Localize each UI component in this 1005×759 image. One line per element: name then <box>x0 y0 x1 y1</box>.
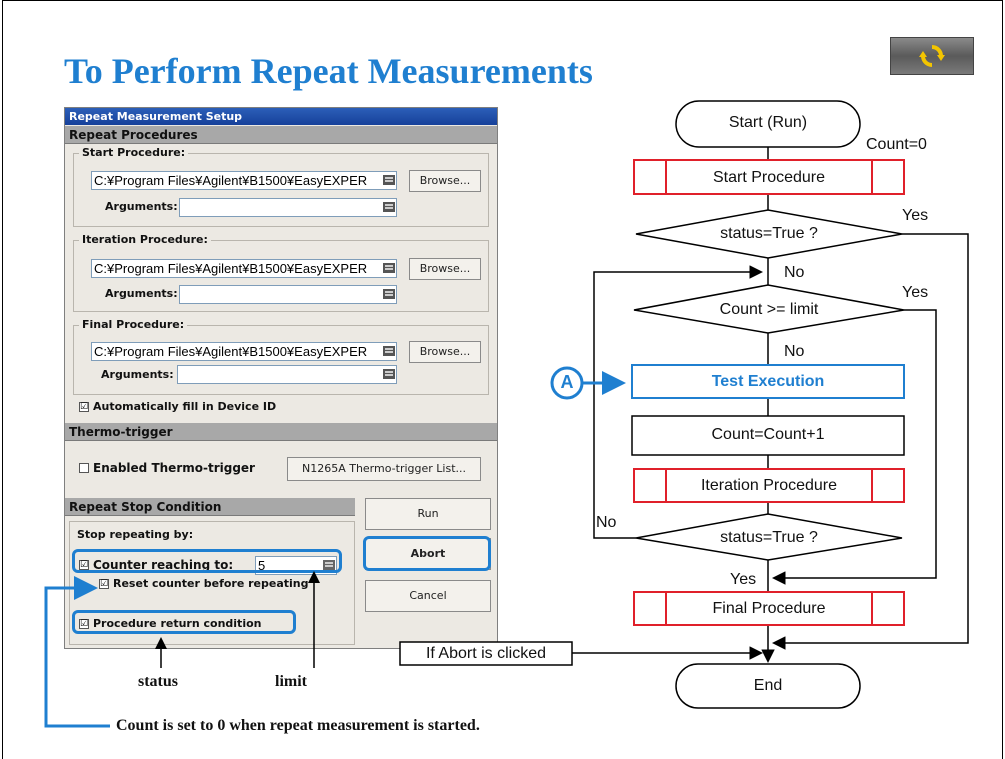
end-terminator <box>675 663 861 709</box>
flow-yes-3: Yes <box>730 571 757 588</box>
start-procedure-path-field[interactable]: C:¥Program Files¥Agilent¥B1500¥EasyEXPER <box>91 171 397 190</box>
reset-counter-checkbox[interactable]: ☑ <box>99 579 109 589</box>
page-title: To Perform Repeat Measurements <box>64 51 593 91</box>
keyboard-icon[interactable] <box>383 202 395 212</box>
flow-test-execution: Test Execution <box>711 373 825 390</box>
start-arguments-field[interactable] <box>179 198 397 217</box>
keyboard-icon[interactable] <box>383 346 395 356</box>
iteration-arguments-field[interactable] <box>179 285 397 304</box>
start-arguments-label: Arguments: <box>105 200 178 213</box>
count-note: Count is set to 0 when repeat measuremen… <box>116 717 480 734</box>
iteration-procedure-path-field[interactable]: C:¥Program Files¥Agilent¥B1500¥EasyEXPER <box>91 259 397 278</box>
flow-status-check-1: status=True ? <box>720 225 818 242</box>
iteration-arguments-label: Arguments: <box>105 287 178 300</box>
iteration-browse-button[interactable]: Browse... <box>409 258 481 280</box>
final-arguments-field[interactable] <box>177 365 397 384</box>
keyboard-icon[interactable] <box>383 263 395 273</box>
keyboard-icon[interactable] <box>383 175 395 185</box>
slide-border-top <box>2 0 1003 1</box>
slide-border-left <box>2 0 3 759</box>
thermo-trigger-label: Enabled Thermo-trigger <box>93 461 255 475</box>
flow-iteration-procedure: Iteration Procedure <box>700 477 838 494</box>
counter-highlight <box>72 549 342 573</box>
limit-annotation: limit <box>275 673 307 690</box>
run-button[interactable]: Run <box>365 498 491 530</box>
keyboard-icon[interactable] <box>383 289 395 299</box>
final-procedure-label: Final Procedure: <box>79 318 188 331</box>
flow-count-increment: Count=Count+1 <box>711 426 825 443</box>
counter-label: Counter reaching to: <box>93 558 234 572</box>
final-procedure-group <box>73 325 489 395</box>
flow-status-check-2: status=True ? <box>720 529 818 546</box>
flow-start-label: Start (Run) <box>728 114 808 131</box>
final-arguments-label: Arguments: <box>101 368 174 381</box>
flow-no-2: No <box>784 343 805 360</box>
section-repeat-procedures: Repeat Procedures <box>65 126 497 144</box>
stop-repeating-group <box>69 521 355 645</box>
cancel-button[interactable]: Cancel <box>365 580 491 612</box>
section-thermo-trigger: Thermo-trigger <box>65 423 497 441</box>
procedure-return-checkbox[interactable]: ☑ <box>79 619 89 629</box>
auto-fill-checkbox[interactable]: ☑ <box>79 402 89 412</box>
thermo-trigger-checkbox[interactable] <box>79 463 89 473</box>
status-annotation: status <box>138 673 179 690</box>
counter-checkbox[interactable]: ☑ <box>79 560 89 570</box>
dialog-title: Repeat Measurement Setup <box>65 108 497 125</box>
refresh-icon <box>919 45 945 67</box>
start-procedure-label: Start Procedure: <box>79 146 189 159</box>
flow-start-procedure: Start Procedure <box>712 169 826 186</box>
start-terminator <box>675 100 861 148</box>
final-procedure-path-field[interactable]: C:¥Program Files¥Agilent¥B1500¥EasyEXPER <box>91 342 397 361</box>
flow-count-init: Count=0 <box>866 136 927 153</box>
auto-fill-label: Automatically fill in Device ID <box>93 400 277 413</box>
keyboard-icon[interactable] <box>383 369 395 379</box>
flow-no-3: No <box>596 514 617 531</box>
refresh-button[interactable] <box>890 37 974 75</box>
section-repeat-stop-condition: Repeat Stop Condition <box>65 498 355 516</box>
marker-a: A <box>560 372 574 392</box>
flow-yes-2: Yes <box>902 284 929 301</box>
calculator-icon[interactable] <box>323 560 335 570</box>
final-browse-button[interactable]: Browse... <box>409 341 481 363</box>
start-procedure-group <box>73 153 489 227</box>
abort-note: If Abort is clicked <box>425 645 547 662</box>
start-browse-button[interactable]: Browse... <box>409 170 481 192</box>
stop-repeating-label: Stop repeating by: <box>77 528 194 541</box>
procedure-return-label: Procedure return condition <box>93 617 262 630</box>
iteration-procedure-group <box>73 240 489 312</box>
slide-border-right <box>1002 0 1003 759</box>
flow-no-1: No <box>784 264 805 281</box>
flow-end-label: End <box>753 677 783 694</box>
flow-final-procedure: Final Procedure <box>712 600 826 617</box>
flow-yes-1: Yes <box>902 207 929 224</box>
flow-count-check: Count >= limit <box>719 301 819 318</box>
iteration-procedure-label: Iteration Procedure: <box>79 233 211 246</box>
procedure-return-highlight <box>72 610 296 634</box>
reset-counter-label: Reset counter before repeating <box>113 577 309 590</box>
thermo-trigger-list-button[interactable]: N1265A Thermo-trigger List... <box>287 457 481 481</box>
repeat-measurement-dialog: Repeat Measurement Setup Repeat Procedur… <box>64 107 498 649</box>
abort-highlight <box>363 536 491 571</box>
